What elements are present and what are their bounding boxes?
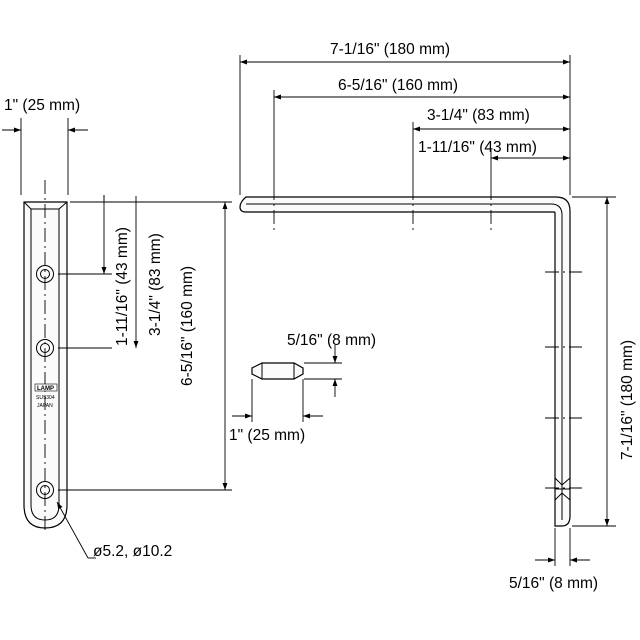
front-hole-outer-label: 6-5/16" (160 mm) — [179, 266, 196, 386]
side-overall-height-label: 7-1/16" (180 mm) — [619, 340, 636, 460]
side-overall-width-label: 7-1/16" (180 mm) — [330, 41, 450, 58]
cross-section-thickness-label: 5/16" (8 mm) — [287, 332, 376, 349]
front-hole-mid-dimension: 3-1/4" (83 mm) — [104, 196, 164, 348]
front-width-dimension: 1" (25 mm) — [2, 97, 88, 195]
front-hole-outer-dimension: 6-5/16" (160 mm) — [136, 201, 232, 490]
l-bracket-outline — [239, 196, 571, 527]
stamp-origin: JAPAN — [37, 403, 53, 409]
front-hole-inner-label: 1-11/16" (43 mm) — [114, 227, 131, 346]
hole-diameter-callout: ø5.2, ø10.2 — [56, 501, 172, 560]
side-overall-height-dimension: 7-1/16" (180 mm) — [572, 196, 636, 527]
cross-section-width-dimension: 1" (25 mm) — [229, 379, 323, 444]
front-hole-3 — [36, 481, 232, 499]
side-hole-mid-dimension: 3-1/4" (83 mm) — [412, 107, 570, 186]
side-thickness-label: 5/16" (8 mm) — [509, 575, 598, 592]
hole-diameter-label: ø5.2, ø10.2 — [93, 543, 172, 560]
stamp-material: SUS304 — [36, 395, 55, 401]
side-hole-mid-label: 3-1/4" (83 mm) — [427, 107, 530, 124]
side-overall-width-dimension: 7-1/16" (180 mm) — [239, 41, 571, 195]
front-hole-2 — [36, 339, 112, 357]
front-width-label: 1" (25 mm) — [4, 97, 80, 114]
side-thickness-dimension: 5/16" (8 mm) — [509, 528, 598, 592]
front-hole-1 — [36, 265, 112, 283]
side-hole-inner-dimension: 1-11/16" (43 mm) — [418, 139, 570, 186]
front-hole-inner-dimension: 1-11/16" (43 mm) — [70, 195, 131, 346]
cross-section-width-label: 1" (25 mm) — [229, 427, 305, 444]
cross-section-view: 5/16" (8 mm) 1" (25 mm) — [229, 332, 376, 444]
cross-section-thickness-dimension: 5/16" (8 mm) — [287, 332, 376, 397]
front-hole-mid-label: 3-1/4" (83 mm) — [147, 233, 164, 336]
material-stamp: LAMP SUS304 JAPAN — [34, 383, 58, 409]
front-view: 1" (25 mm) — [2, 97, 232, 560]
side-hole-inner-label: 1-11/16" (43 mm) — [418, 139, 537, 156]
side-hole-outer-dimension: 6-5/16" (160 mm) — [273, 77, 570, 186]
front-bar — [23, 180, 68, 532]
side-view: 7-1/16" (180 mm) 6-5/16" (160 mm) 3-1/4"… — [239, 41, 636, 592]
stamp-brand: LAMP — [37, 386, 54, 392]
side-hole-outer-label: 6-5/16" (160 mm) — [338, 77, 458, 94]
